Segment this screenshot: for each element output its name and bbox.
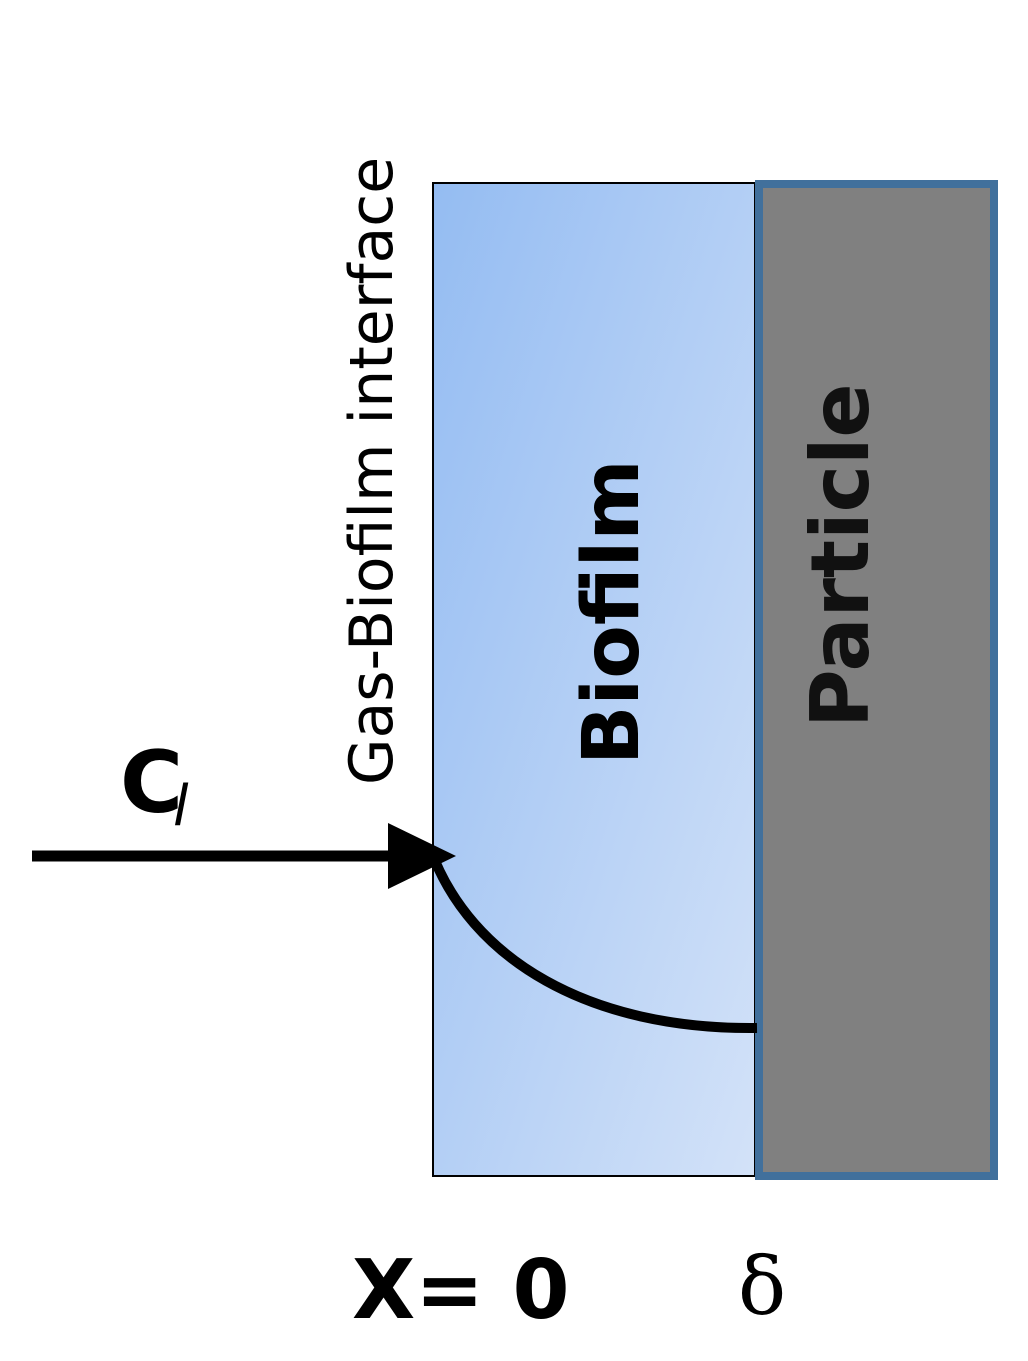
interface-label: Gas-Biofilm interface (337, 157, 407, 785)
thickness-label: δ (738, 1240, 786, 1333)
particle-block (755, 180, 998, 1180)
biofilm-label: Biofilm (567, 459, 657, 765)
concentration-profile-curve (425, 846, 758, 1034)
particle-label: Particle (794, 383, 887, 728)
biofilm-layer (432, 182, 756, 1177)
concentration-subscript: l (173, 774, 189, 839)
concentration-symbol: C (120, 733, 183, 833)
flux-arrowhead-icon (388, 823, 456, 889)
x-origin-label: X= 0 (352, 1243, 570, 1338)
